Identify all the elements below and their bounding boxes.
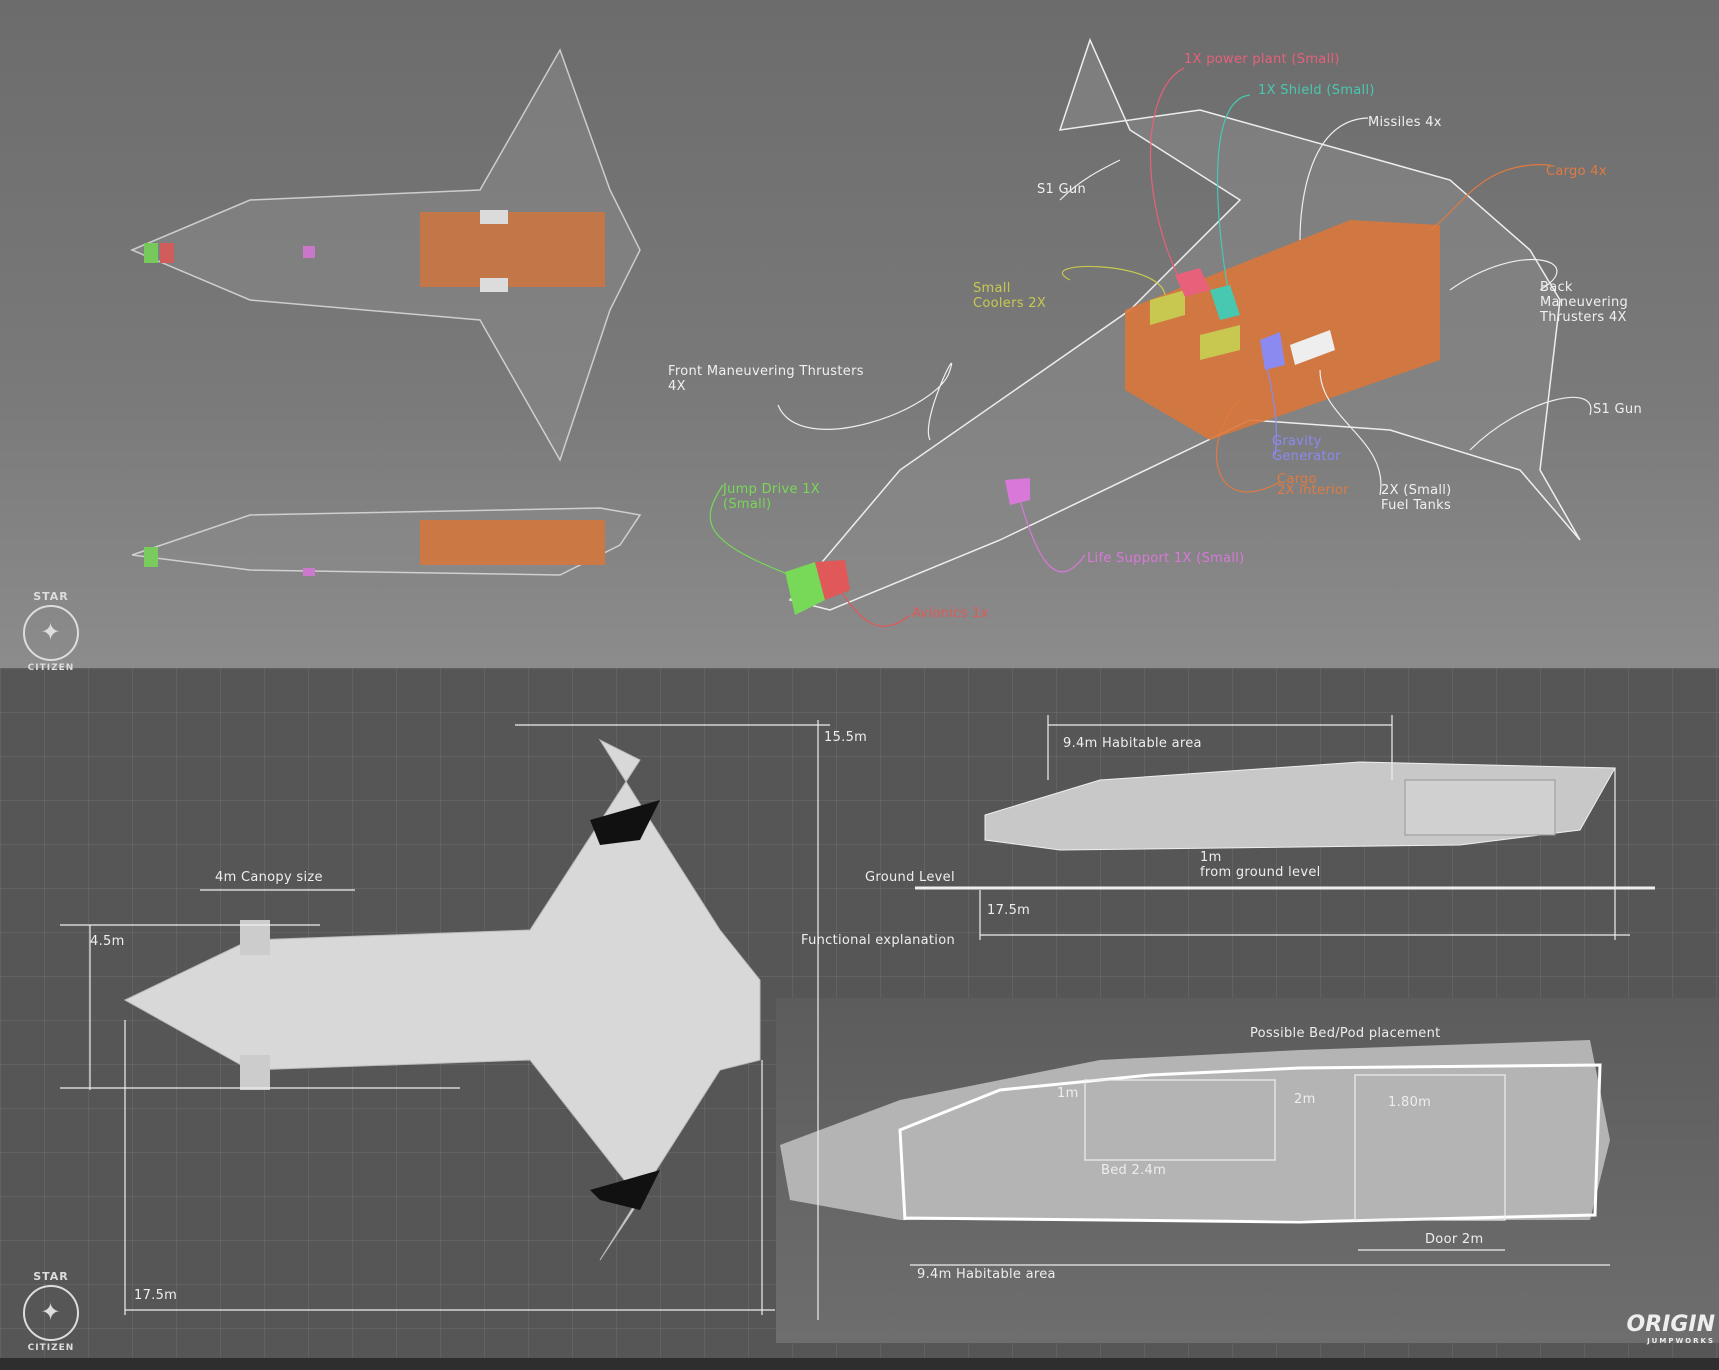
dim-1m: 1m: [1057, 1086, 1079, 1101]
logo-citizen-text: CITIZEN: [27, 663, 75, 673]
ship-top-view-render: [123, 738, 761, 1261]
ship-side-view-render: [984, 761, 1616, 851]
star-citizen-logo-top: STAR CITIZEN: [20, 590, 82, 673]
dim-15-5m: 15.5m: [824, 730, 868, 745]
label-ground-level: Ground Level: [865, 870, 955, 885]
label-s1-gun-top: S1 Gun: [1037, 182, 1087, 197]
star-citizen-logo-bottom: STAR CITIZEN: [20, 1270, 82, 1353]
origin-jumpworks-logo: ORIGIN JUMPWORKS: [1627, 1312, 1715, 1345]
dimension-lines: [60, 715, 1655, 1320]
label-coolers: Small Coolers 2X: [973, 281, 1047, 311]
label-back-thrusters: Back Maneuvering Thrusters 4X: [1540, 280, 1629, 325]
label-functional-explanation: Functional explanation: [801, 933, 956, 948]
label-jump-drive: Jump Drive 1X (Small): [723, 482, 820, 512]
label-bed-pod: Possible Bed/Pod placement: [1250, 1026, 1441, 1041]
dim-4-5m: 4.5m: [90, 934, 125, 949]
dim-bed: Bed 2.4m: [1101, 1163, 1167, 1178]
label-s1-gun-right: S1 Gun: [1593, 402, 1643, 417]
dim-canopy: 4m Canopy size: [215, 870, 323, 885]
dim-habitable-bottom: 9.4m Habitable area: [917, 1267, 1056, 1282]
label-gravity-generator: Gravity Generator: [1272, 434, 1341, 464]
ship-top-view-xray: [130, 48, 641, 462]
star-emblem-icon: [23, 1285, 79, 1341]
label-front-thrusters: Front Maneuvering Thrusters 4X: [668, 364, 864, 394]
leader-lines: [709, 67, 1592, 627]
dim-17-5m-side: 17.5m: [987, 903, 1031, 918]
bottom-strip: [0, 1358, 1719, 1370]
logo-star-text: STAR: [33, 590, 69, 603]
label-cargo-interior: Cargo 2X interior: [1277, 472, 1349, 498]
label-fuel-tanks: 2X (Small) Fuel Tanks: [1381, 483, 1452, 513]
label-cargo: Cargo 4x: [1546, 164, 1607, 179]
ship-isometric-view: [785, 37, 1581, 615]
dim-door: Door 2m: [1425, 1232, 1484, 1247]
label-avionics: Avionics 1x: [912, 606, 989, 621]
dim-habitable-top: 9.4m Habitable area: [1063, 736, 1202, 751]
ship-side-view-xray: [131, 507, 642, 576]
interior-cutaway: [780, 1040, 1610, 1224]
dim-from-ground: 1m from ground level: [1200, 850, 1321, 880]
label-power-plant: 1X power plant (Small): [1184, 52, 1340, 67]
label-missiles: Missiles 4x: [1368, 115, 1442, 130]
dim-2m: 2m: [1294, 1092, 1316, 1107]
dim-17-5m-top: 17.5m: [134, 1288, 178, 1303]
logo-origin-text: ORIGIN: [1626, 1312, 1715, 1337]
logo-jumpworks-text: JUMPWORKS: [1647, 1337, 1715, 1345]
label-shield: 1X Shield (Small): [1258, 83, 1375, 98]
logo-citizen-text: CITIZEN: [27, 1343, 75, 1353]
label-life-support: Life Support 1X (Small): [1087, 551, 1245, 566]
logo-star-text: STAR: [33, 1270, 69, 1283]
star-emblem-icon: [23, 605, 79, 661]
dim-1-80m: 1.80m: [1388, 1095, 1432, 1110]
